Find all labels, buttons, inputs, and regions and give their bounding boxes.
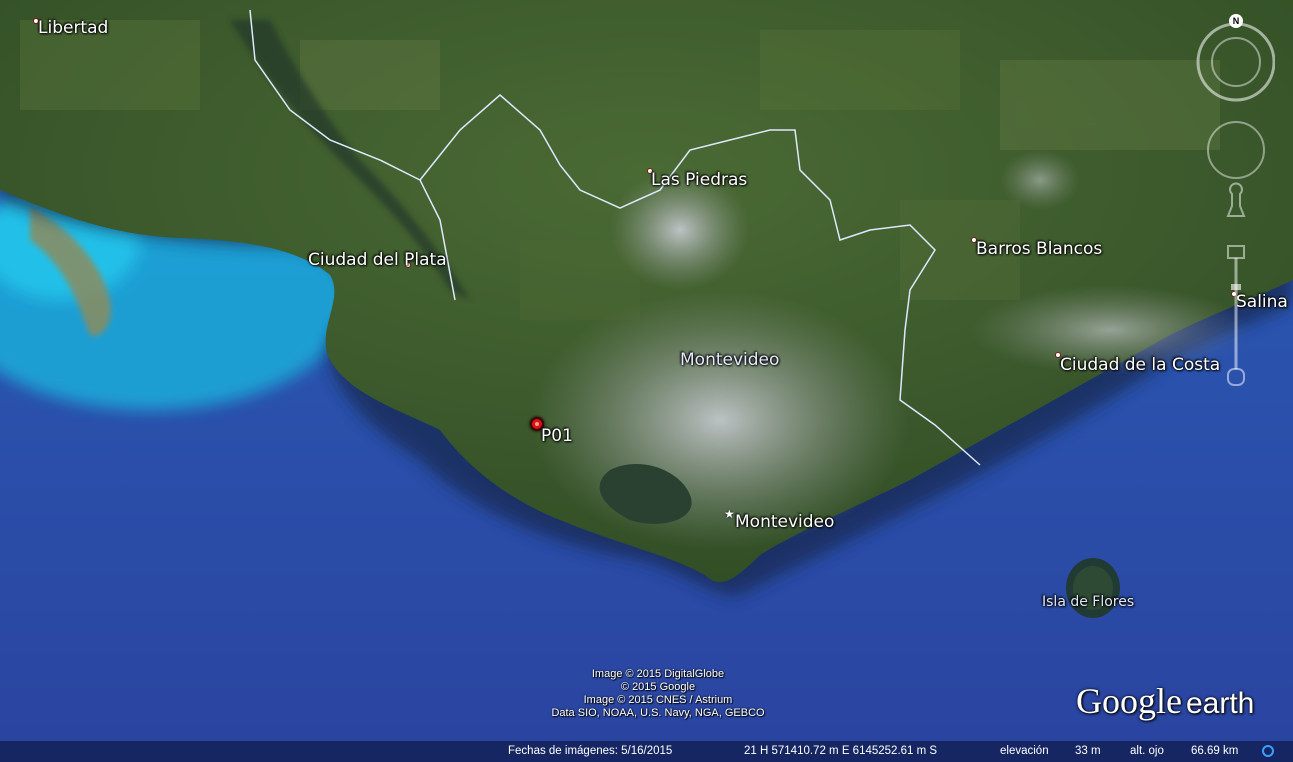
ciudad-de-la-costa-dot: [1055, 352, 1061, 358]
imagery-attribution: Image © 2015 DigitalGlobe © 2015 Google …: [508, 668, 808, 720]
las-piedras-dot: [647, 168, 653, 174]
libertad-dot: [33, 18, 39, 24]
ciudad-del-plata-dot: [405, 262, 411, 268]
navigation-controls[interactable]: N: [1195, 14, 1276, 414]
elevation-value: 33 m: [1075, 745, 1101, 757]
placemark-pin-icon[interactable]: [530, 417, 544, 431]
place-label-ciudad-de-la-costa[interactable]: Ciudad de la Costa: [1060, 355, 1221, 375]
imagery-date: Fechas de imágenes: 5/16/2015: [508, 745, 673, 757]
attribution-line: Data SIO, NOAA, U.S. Navy, NGA, GEBCO: [551, 707, 765, 719]
coordinates-readout: 21 H 571410.72 m E 6145252.61 m S: [744, 745, 938, 757]
placemark-label[interactable]: P01: [541, 426, 573, 446]
place-label-barros-blancos[interactable]: Barros Blancos: [976, 239, 1103, 259]
eye-altitude-label: alt. ojo: [1130, 745, 1164, 757]
place-label-libertad[interactable]: Libertad: [38, 18, 109, 38]
barros-blancos-dot: [971, 237, 977, 243]
status-bar: Fechas de imágenes: 5/16/2015 21 H 57141…: [0, 741, 1293, 762]
place-label-las-piedras[interactable]: Las Piedras: [651, 170, 748, 190]
place-label-isla-de-flores[interactable]: Isla de Flores: [1042, 594, 1135, 610]
eye-altitude-value: 66.69 km: [1191, 745, 1239, 757]
elevation-label: elevación: [1000, 745, 1049, 757]
nav-controls-graphic: [1196, 22, 1276, 386]
montevideo-capital-star-icon: ★: [724, 507, 735, 521]
place-label-montevideo-city[interactable]: Montevideo: [735, 512, 835, 532]
logo-google-text: Google: [1076, 681, 1182, 721]
streaming-status-icon: [1262, 745, 1274, 757]
attribution-line: © 2015 Google: [620, 681, 696, 693]
logo-earth-text: earth: [1185, 687, 1255, 720]
place-label-ciudad-del-plata[interactable]: Ciudad del Plata: [308, 250, 447, 270]
attribution-line: Image © 2015 DigitalGlobe: [591, 668, 725, 680]
place-label-montevideo-dept[interactable]: Montevideo: [680, 350, 780, 370]
place-label-salinas[interactable]: Salina: [1236, 292, 1288, 312]
north-indicator-icon[interactable]: N: [1229, 14, 1243, 28]
attribution-line: Image © 2015 CNES / Astrium: [583, 694, 733, 706]
